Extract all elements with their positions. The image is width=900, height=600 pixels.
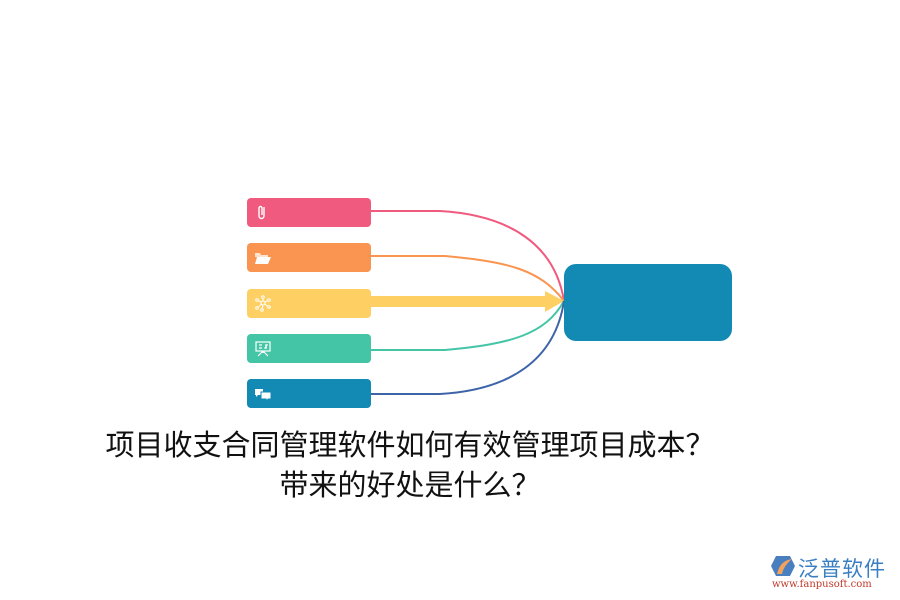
title-line-2: 带来的好处是什么？ bbox=[279, 468, 541, 502]
center-node[interactable] bbox=[564, 264, 732, 341]
brand-logo[interactable]: 泛普软件 www.fanpusoft.com bbox=[768, 553, 893, 593]
presentation-board-icon bbox=[255, 341, 271, 357]
node-folder[interactable] bbox=[247, 243, 371, 272]
title-line-1: 项目收支合同管理软件如何有效管理项目成本？ bbox=[105, 428, 715, 462]
network-icon bbox=[255, 295, 271, 312]
chat-bubbles-icon bbox=[255, 389, 272, 402]
logo-brand-text: 泛普软件 bbox=[798, 557, 886, 581]
page-title: 项目收支合同管理软件如何有效管理项目成本？ 带来的好处是什么？ bbox=[0, 425, 820, 505]
node-presentation[interactable] bbox=[247, 334, 371, 363]
folder-icon bbox=[255, 253, 271, 264]
node-network[interactable] bbox=[247, 289, 371, 318]
paperclip-icon bbox=[258, 205, 265, 220]
logo-mark-icon bbox=[771, 556, 795, 576]
node-attachment[interactable] bbox=[247, 198, 371, 227]
node-communication[interactable] bbox=[247, 379, 371, 408]
logo-url-text: www.fanpusoft.com bbox=[772, 579, 872, 590]
